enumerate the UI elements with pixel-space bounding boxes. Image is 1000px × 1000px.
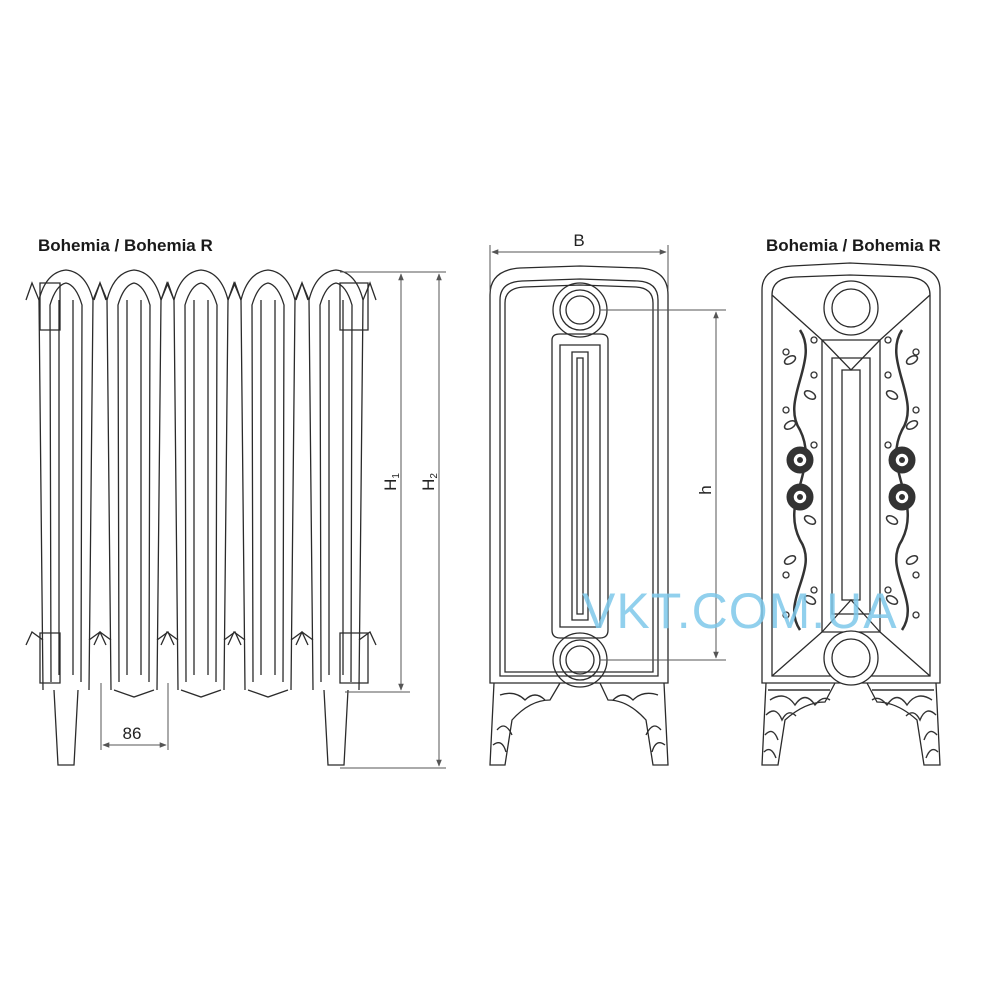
front-view-title: Bohemia / Bohemia R (38, 236, 213, 255)
section-width-label: 86 (123, 724, 142, 743)
berry-ornament (810, 371, 818, 379)
decorated-legs-filigree (763, 689, 939, 759)
section-rib (126, 300, 142, 675)
front-view-sections (25, 269, 377, 766)
rosette-dot (797, 494, 803, 500)
floral-ornaments (782, 329, 920, 631)
berry-ornament (782, 348, 790, 356)
berry-ornament (782, 571, 790, 579)
berry-ornament (884, 371, 892, 379)
section-leg (53, 689, 79, 766)
section-header (295, 281, 377, 301)
decorated-side-view-radiator (761, 262, 941, 766)
leaf-ornament (783, 554, 797, 566)
depth-label: B (573, 231, 584, 250)
section-header (227, 281, 309, 301)
berry-ornament (884, 586, 892, 594)
section-header-bottom (25, 631, 107, 646)
berry-ornament (912, 348, 920, 356)
berry-ornament (912, 571, 920, 579)
berry-ornament (810, 441, 818, 449)
leaf-ornament (783, 419, 797, 431)
decorated-view-title: Bohemia / Bohemia R (766, 236, 941, 255)
leaf-ornament (885, 594, 899, 606)
leaf-ornament (783, 354, 797, 366)
section-flute (319, 282, 353, 683)
leaf-ornament (803, 594, 817, 606)
vine-stem (895, 329, 909, 631)
section-rib (260, 300, 276, 675)
section-leg (323, 689, 349, 766)
section-base (247, 689, 289, 698)
svg-text:H2: H2 (419, 473, 440, 491)
h1-label: H1 (381, 473, 402, 491)
front-dimensions (100, 271, 446, 769)
section-column (308, 269, 364, 691)
watermark: VKT.COM.UA (582, 583, 898, 639)
berry-ornament (810, 586, 818, 594)
section-rib (58, 300, 74, 675)
side-view-radiator (489, 265, 669, 766)
berry-ornament (782, 611, 790, 619)
svg-text:h: h (696, 485, 715, 494)
section-base (113, 689, 155, 698)
leaf-ornament (905, 419, 919, 431)
leaf-ornament (905, 354, 919, 366)
section-column (106, 269, 162, 691)
section-flute (251, 282, 285, 683)
berry-ornament (912, 611, 920, 619)
section-rib (193, 300, 209, 675)
section-rib (328, 300, 344, 675)
leaf-ornament (885, 389, 899, 401)
section-flute (184, 282, 218, 683)
leaf-ornament (803, 514, 817, 526)
berry-ornament (810, 336, 818, 344)
section-flute (117, 282, 151, 683)
leaf-ornament (885, 514, 899, 526)
berry-ornament (912, 406, 920, 414)
section-column (38, 269, 94, 691)
section-header (25, 281, 107, 301)
rosette-dot (797, 457, 803, 463)
section-column (173, 269, 229, 691)
section-flute (49, 282, 83, 683)
berry-ornament (884, 336, 892, 344)
berry-ornament (782, 406, 790, 414)
leaf-ornament (803, 389, 817, 401)
axis-distance-label: h (696, 485, 715, 494)
rosette-dot (899, 494, 905, 500)
section-column (240, 269, 296, 691)
front-view-radiator (39, 282, 369, 684)
berry-ornament (884, 441, 892, 449)
section-base (180, 689, 222, 698)
leaf-ornament (905, 554, 919, 566)
svg-text:H1: H1 (381, 473, 402, 491)
rosette-dot (899, 457, 905, 463)
side-dimensions (489, 245, 726, 661)
section-header-bottom (295, 631, 377, 646)
h2-label: H2 (419, 473, 440, 491)
